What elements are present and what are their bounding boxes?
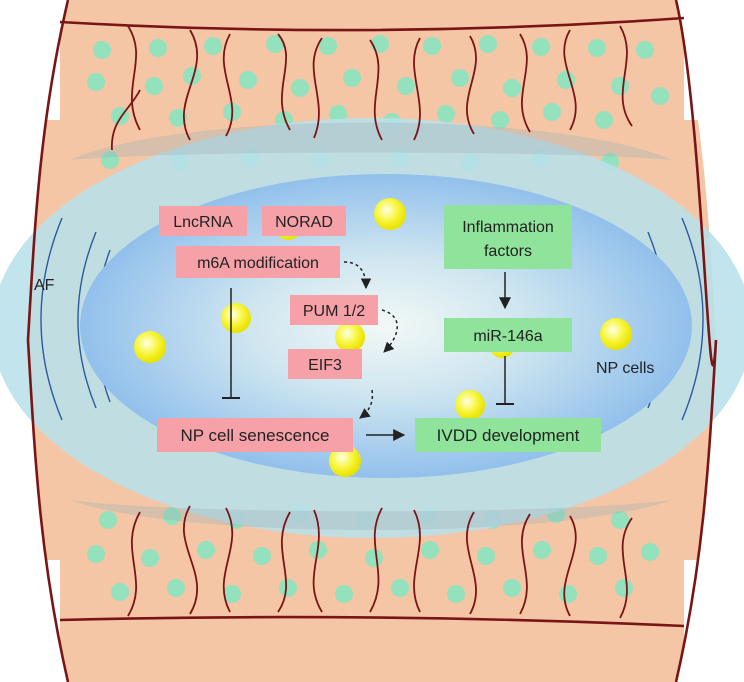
pum-label: PUM 1/2 xyxy=(303,303,365,320)
norad-box: NORAD xyxy=(262,206,346,236)
np-cell xyxy=(329,445,361,477)
lower-band xyxy=(70,500,672,530)
np-cell xyxy=(600,318,632,350)
np-cell xyxy=(134,331,166,363)
ivdd-label: IVDD development xyxy=(437,426,580,445)
np-senescence-label: NP cell senescence xyxy=(181,426,330,445)
inflammation-label-1: Inflammation xyxy=(462,219,554,236)
np-cell xyxy=(374,198,406,230)
eif3-box: EIF3 xyxy=(288,349,362,379)
np-cell xyxy=(455,390,485,420)
ivdd-box: IVDD development xyxy=(415,418,601,452)
m6a-box: m6A modification xyxy=(176,246,340,278)
upper-band xyxy=(70,122,672,160)
mir146a-box: miR-146a xyxy=(444,318,572,352)
dashed-arrow-pum-eif3 xyxy=(381,309,398,353)
inflammation-label-2: factors xyxy=(484,243,532,260)
lncrna-label: LncRNA xyxy=(173,214,233,231)
lncrna-box: LncRNA xyxy=(159,206,247,236)
top-endplate xyxy=(60,0,684,145)
bottom-vessels xyxy=(127,505,633,619)
pum-box: PUM 1/2 xyxy=(290,295,378,325)
bottom-endplate xyxy=(60,525,684,682)
dashed-arrow-m6a-pum xyxy=(343,261,372,290)
eif3-label: EIF3 xyxy=(308,357,342,374)
np-cell xyxy=(335,322,365,352)
mir146a-label: miR-146a xyxy=(473,328,542,345)
m6a-label: m6A modification xyxy=(197,255,319,272)
inflammation-box: Inflammation factors xyxy=(444,205,572,269)
top-vessels xyxy=(111,25,633,151)
outer-frame xyxy=(26,0,718,682)
arrows xyxy=(222,261,514,441)
np-cells-label: NP cells xyxy=(596,360,654,377)
norad-label: NORAD xyxy=(275,214,333,231)
np-senescence-box: NP cell senescence xyxy=(157,418,353,452)
np-cell xyxy=(221,303,251,333)
af-label: AF xyxy=(34,277,55,294)
